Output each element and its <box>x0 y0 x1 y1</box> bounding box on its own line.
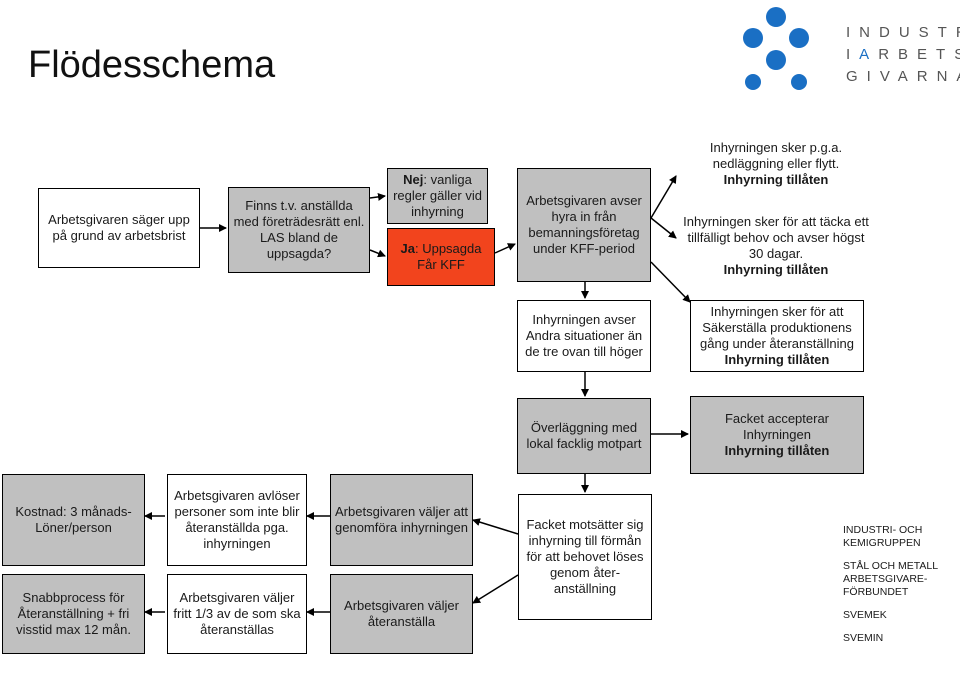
box-snabbprocess: Snabbprocess för Återanställning + fri v… <box>2 574 145 654</box>
org-item: STÅL OCH METALL ARBETSGIVARE-FÖRBUNDET <box>843 560 938 598</box>
text-pga-nedlaggning: Inhyrningen sker p.g.a. nedläggning elle… <box>709 140 843 187</box>
text-tillfalligt-behov: Inhyrningen sker för att täcka ett tillf… <box>683 214 869 277</box>
org-item: INDUSTRI- OCH KEMIGRUPPEN <box>843 524 923 549</box>
box-ateranstalla: Arbetsgivaren väljer återanställa <box>330 574 473 654</box>
box-kostnad: Kostnad: 3 månads-Löner/person <box>2 474 145 566</box>
box-facket-accepterar: Facket accepterar Inhyrningen Inhyrning … <box>690 396 864 474</box>
logo-line-2: IARBETS <box>846 46 960 63</box>
box-finns-anstallda: Finns t.v. anställda med företrädesrätt … <box>228 187 370 273</box>
org-item: SVEMIN <box>843 632 884 644</box>
box-fritt: Arbetsgivaren väljer fritt 1/3 av de som… <box>167 574 307 654</box>
box-overlaggning: Överläggning med lokal facklig motpart <box>517 398 651 474</box>
org-list: INDUSTRI- OCH KEMIGRUPPEN STÅL OCH METAL… <box>843 524 953 645</box>
logo-mark-icon <box>743 7 809 90</box>
box-nej: Nej: vanliga regler gäller vid inhyrning <box>387 168 488 224</box>
box-start: Arbetsgivaren säger upp på grund av arbe… <box>38 188 200 268</box>
box-andra-situationer: Inhyrningen avser Andra situationer än d… <box>517 300 651 372</box>
box-sakerstalla: Inhyrningen sker för att Säkerställa pro… <box>690 300 864 372</box>
page-title: Flödesschema <box>28 44 276 86</box>
box-avloser: Arbetsgivaren avlöser personer som inte … <box>167 474 307 566</box>
box-avser-hyra: Arbetsgivaren avser hyra in från bemanni… <box>517 168 651 282</box>
logo-line-1: INDUSTR <box>846 24 960 41</box>
box-ja: Ja: Uppsagda Får KFF <box>387 228 495 286</box>
org-item: SVEMEK <box>843 609 887 621</box>
box-facket-motsatter: Facket motsätter sig inhyrning till förm… <box>518 494 652 620</box>
box-genomfora: Arbetsgivaren väljer att genomföra inhyr… <box>330 474 473 566</box>
